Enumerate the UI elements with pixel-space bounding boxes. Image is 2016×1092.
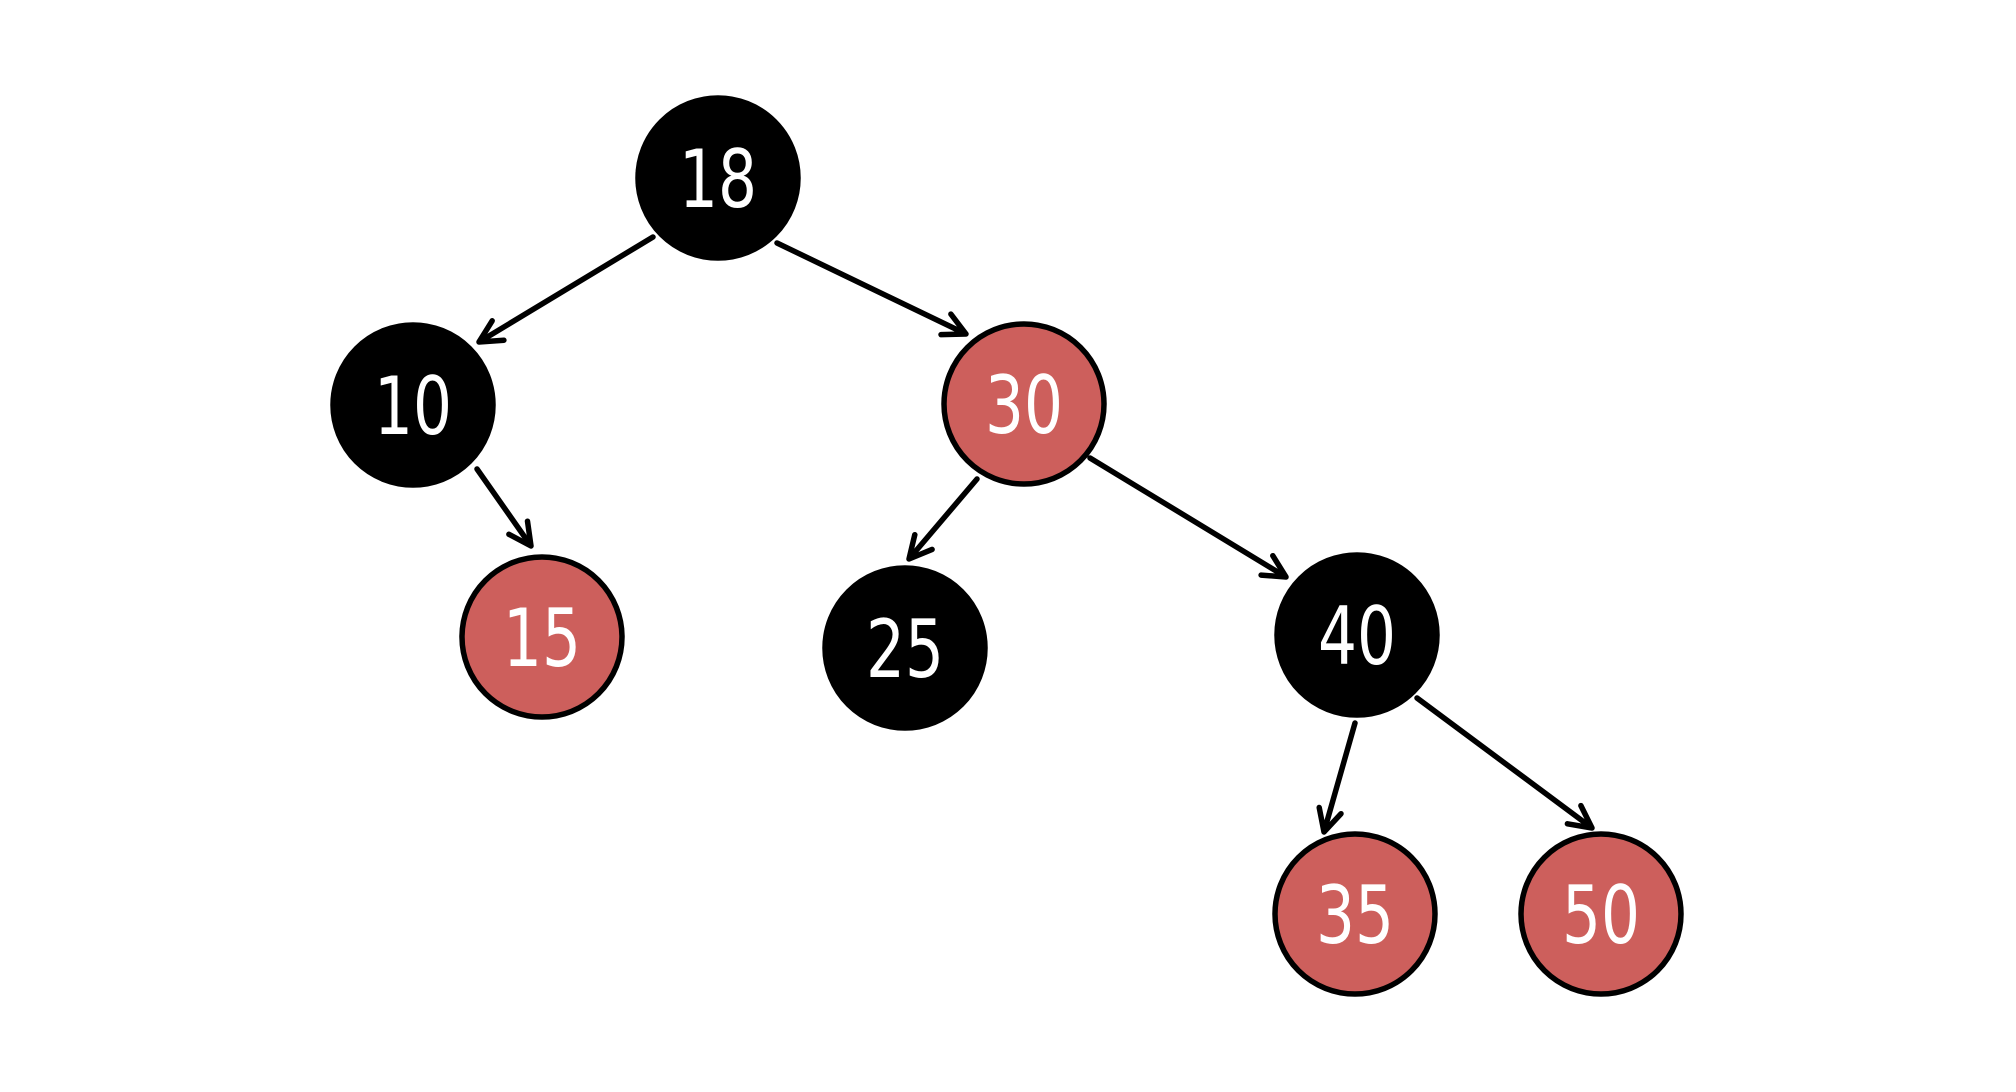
red-node-circle xyxy=(941,321,1107,487)
edge-line xyxy=(1414,695,1594,830)
arrowhead-icon xyxy=(1564,802,1595,831)
black-node-circle xyxy=(330,322,496,488)
node-label: 30 xyxy=(985,359,1063,452)
edge-40-35 xyxy=(1316,720,1358,835)
red-node-circle xyxy=(1518,831,1684,997)
black-node-circle xyxy=(822,565,988,731)
edge-30-25 xyxy=(906,476,980,562)
red-node-circle xyxy=(1272,831,1438,997)
node-label: 25 xyxy=(866,603,944,696)
tree-node-18: 18 xyxy=(635,95,801,261)
edge-line xyxy=(474,466,533,548)
edge-line xyxy=(907,476,980,561)
edge-line xyxy=(774,240,967,336)
node-label: 35 xyxy=(1316,869,1394,962)
edge-line xyxy=(1087,455,1288,579)
arrowhead-icon xyxy=(476,318,507,345)
node-label: 18 xyxy=(679,133,757,226)
edge-30-40 xyxy=(1087,455,1289,580)
black-node-circle xyxy=(1274,552,1440,718)
edge-line xyxy=(1321,720,1358,833)
edge-18-30 xyxy=(774,240,969,338)
tree-node-10: 10 xyxy=(330,322,496,488)
arrowhead-icon xyxy=(906,531,935,562)
tree-node-30: 30 xyxy=(941,321,1107,487)
tree-node-35: 35 xyxy=(1272,831,1438,997)
node-label: 10 xyxy=(374,360,452,453)
tree-node-40: 40 xyxy=(1274,552,1440,718)
edge-40-50 xyxy=(1414,695,1595,831)
tree-node-25: 25 xyxy=(822,565,988,731)
tree-node-50: 50 xyxy=(1518,831,1684,997)
black-node-circle xyxy=(635,95,801,261)
node-label: 15 xyxy=(503,592,581,685)
arrowhead-icon xyxy=(1316,804,1344,835)
node-label: 50 xyxy=(1562,869,1640,962)
tree-node-15: 15 xyxy=(459,554,625,720)
arrowhead-icon xyxy=(506,518,534,549)
arrowhead-icon xyxy=(1258,552,1289,580)
arrowhead-icon xyxy=(938,311,969,338)
node-label: 40 xyxy=(1318,590,1396,683)
edge-line xyxy=(477,234,656,344)
edge-10-15 xyxy=(474,466,534,549)
red-node-circle xyxy=(459,554,625,720)
edge-18-10 xyxy=(476,234,656,345)
